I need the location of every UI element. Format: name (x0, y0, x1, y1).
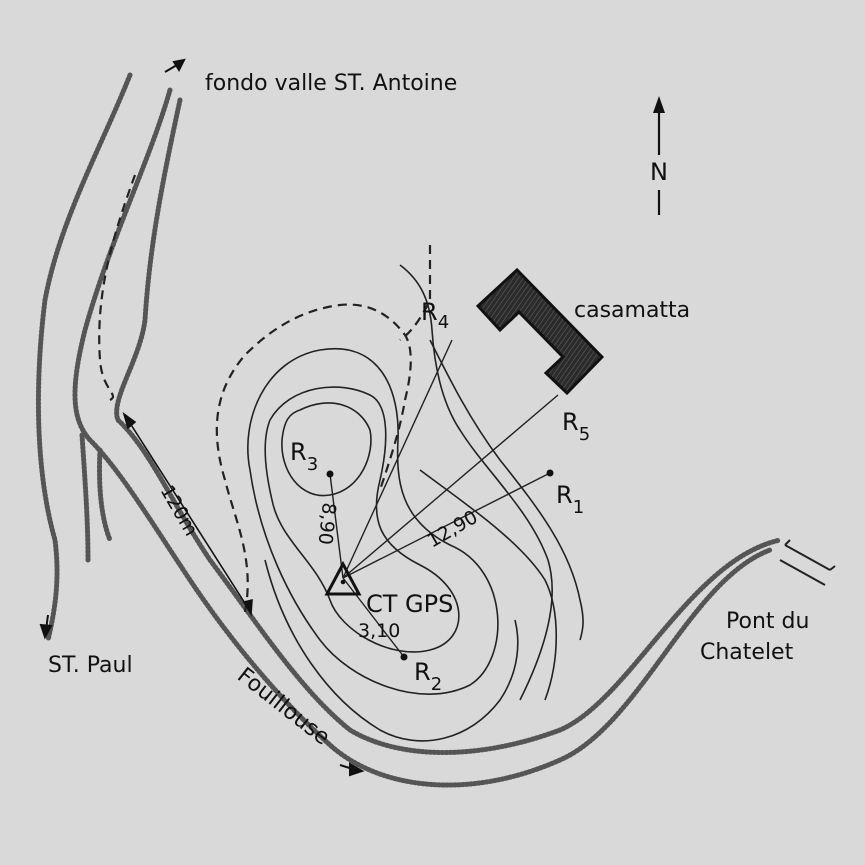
fouillouse-label: Fouillouse (232, 663, 334, 750)
point-r3-letter: R (290, 438, 307, 466)
point-r3-sub: 3 (307, 454, 318, 475)
gps-station-label: CT GPS (366, 590, 453, 618)
measurement-rays (329, 339, 559, 658)
point-r1-label: R1 (556, 481, 584, 518)
gps-station-marker (324, 560, 362, 596)
distance-r2-label: 3,10 (358, 620, 400, 642)
point-r4-label: R4 (421, 298, 449, 333)
point-r5-label: R5 (562, 408, 590, 445)
point-r1-sub: 1 (573, 497, 584, 518)
point-r2-marker (400, 653, 408, 661)
contour-lines (247, 264, 584, 742)
pont-label-line1: Pont du (726, 609, 809, 634)
north-valley-label: fondo valle ST. Antoine (205, 71, 457, 96)
point-r2-label: R2 (414, 658, 442, 695)
north-label: N (650, 158, 668, 186)
point-r5-letter: R (562, 408, 579, 436)
point-r1-marker (546, 469, 554, 477)
distance-r3-label: 8,90 (314, 501, 340, 545)
point-r3-marker (326, 470, 334, 478)
casamatta-label: casamatta (574, 298, 690, 323)
valley-road (35, 72, 836, 788)
hill-boundary (215, 303, 412, 613)
point-r2-letter: R (414, 658, 431, 686)
point-r3-label: R3 (290, 438, 318, 475)
point-r1-letter: R (556, 481, 573, 509)
point-r5-sub: 5 (579, 424, 590, 445)
survey-points (326, 469, 554, 661)
road-offset-dimension (122, 411, 253, 617)
north-arrow: N (650, 96, 668, 215)
casamatta-building (475, 267, 605, 396)
st-paul-label: ST. Paul (48, 653, 133, 678)
direction-arrows (39, 58, 365, 777)
point-r4-sub: 4 (438, 312, 449, 333)
point-r4-letter: R (421, 298, 438, 326)
pont-label-line2: Chatelet (700, 640, 794, 665)
point-r2-sub: 2 (431, 674, 442, 695)
road-offset-label: 120m (156, 482, 202, 540)
